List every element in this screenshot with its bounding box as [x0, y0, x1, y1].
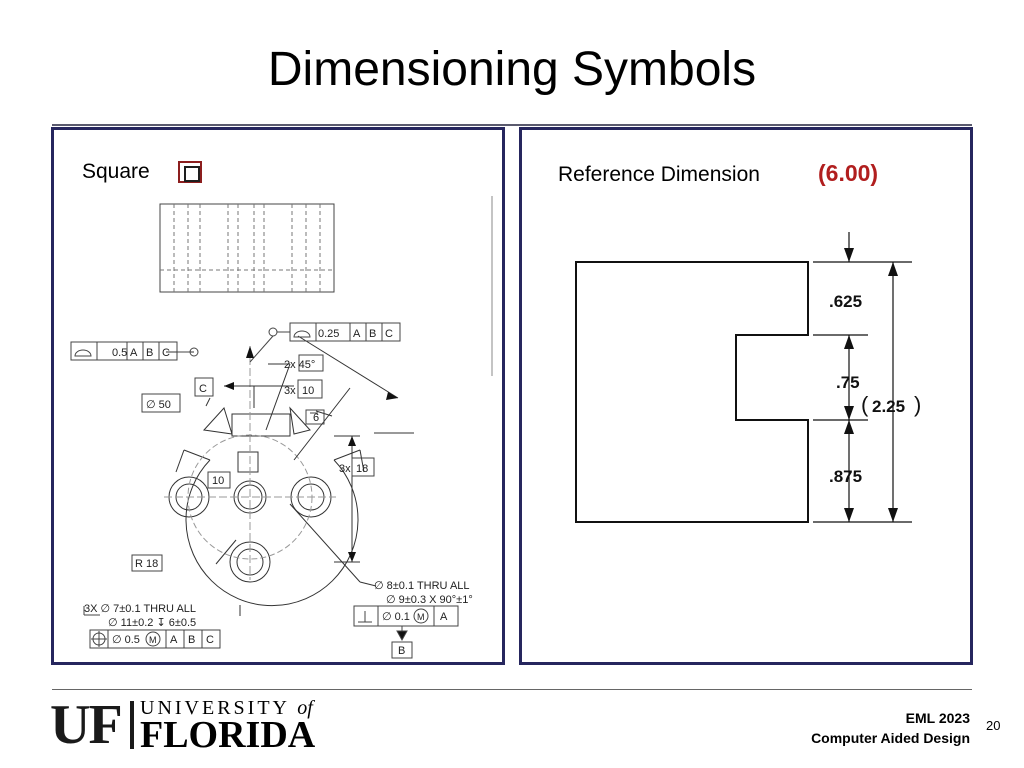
course-info: EML 2023 Computer Aided Design	[811, 708, 970, 748]
part-outline	[575, 261, 809, 523]
datum-b-label: B	[398, 645, 405, 657]
dim-overall: 2.25	[872, 397, 905, 416]
fcf-left-datum-c: C	[162, 347, 170, 359]
fcf-position-datum-b: B	[188, 634, 195, 646]
fcf-position	[83, 606, 221, 649]
overall-paren-open: (	[861, 392, 869, 417]
hole-note-line-2: ∅ 9±0.3 X 90°±1°	[386, 594, 473, 606]
top-view	[159, 196, 493, 376]
dim-3x10-prefix: 3x	[284, 385, 296, 397]
logo-university-text: UNIVERSITY of	[140, 697, 313, 719]
fcf-top	[249, 322, 401, 363]
annotation-boxes	[131, 354, 375, 572]
fcf-perp	[353, 605, 459, 659]
hole-note-line-1: ∅ 8±0.1 THRU ALL	[374, 580, 470, 592]
diameter-50: ∅ 50	[146, 399, 171, 411]
square-symbol-icon	[178, 161, 202, 183]
reference-dimension-label: Reference Dimension	[558, 163, 760, 186]
fcf-position-tolerance: ∅ 0.5	[112, 634, 140, 646]
front-view	[164, 335, 414, 616]
course-name: Computer Aided Design	[811, 730, 970, 746]
fcf-perp-datum: A	[440, 611, 448, 623]
fcf-perp-tolerance: ∅ 0.1	[382, 611, 410, 623]
slide-title: Dimensioning Symbols	[267, 43, 757, 96]
dim-3x18-value: 18	[356, 463, 368, 475]
logo-university-word: UNIVERSITY	[140, 697, 290, 719]
page-number: 20	[986, 718, 1001, 733]
radius-18: R 18	[135, 558, 158, 570]
overall-paren-close: )	[914, 392, 921, 417]
datum-c-label: C	[199, 383, 207, 395]
fcf-position-datum-a: A	[170, 634, 178, 646]
fcf-position-datum-c: C	[206, 634, 214, 646]
logo-of-word: of	[297, 697, 313, 719]
square-symbol-panel: Square	[51, 127, 505, 665]
fcf-left	[70, 341, 199, 361]
footer-divider	[52, 689, 972, 690]
fcf-left-tolerance: 0.5	[112, 347, 127, 359]
logo-uf-letters: UF	[50, 694, 123, 756]
dim-3x18-prefix: 3x	[339, 463, 351, 475]
fcf-top-datum-c: C	[385, 328, 393, 340]
chamfer-callout: 2x 45°	[284, 359, 315, 371]
fcf-perp-modifier: M	[417, 612, 425, 622]
dim-10: 10	[212, 475, 224, 487]
reference-dimension-value: (6.00)	[818, 160, 879, 186]
logo-divider	[130, 701, 134, 749]
reference-dimension-drawing: .625 .75 .875 ( 2.25 )	[575, 232, 921, 523]
fcf-top-datum-a: A	[353, 328, 361, 340]
bottom-note-line-2: ∅ 11±0.2 ↧ 6±0.5	[108, 617, 196, 629]
title-divider	[52, 124, 972, 126]
dim-middle: .75	[836, 373, 860, 392]
square-6-dimension: 6	[313, 412, 319, 424]
dim-bottom: .875	[829, 467, 862, 486]
course-code: EML 2023	[905, 710, 970, 726]
fcf-top-datum-b: B	[369, 328, 376, 340]
fcf-top-tolerance: 0.25	[318, 328, 339, 340]
fcf-position-modifier: M	[149, 635, 157, 645]
fcf-left-datum-a: A	[130, 347, 138, 359]
square-dimension-drawing: 0.5 A B C 0.25 A B C 2x 45° C 3x 10 ∅ 50…	[70, 196, 493, 659]
dimension-arrows	[224, 346, 398, 562]
fcf-left-datum-b: B	[146, 347, 153, 359]
logo-florida-text: FLORIDA	[140, 714, 316, 756]
dim-top: .625	[829, 292, 862, 311]
dim-3x10-value: 10	[302, 385, 314, 397]
bottom-note-line-1: 3X ∅ 7±0.1 THRU ALL	[84, 603, 196, 615]
reference-dimension-panel: Reference Dimension (6.00) .625 .75 .875	[519, 127, 973, 665]
square-label: Square	[82, 160, 150, 183]
